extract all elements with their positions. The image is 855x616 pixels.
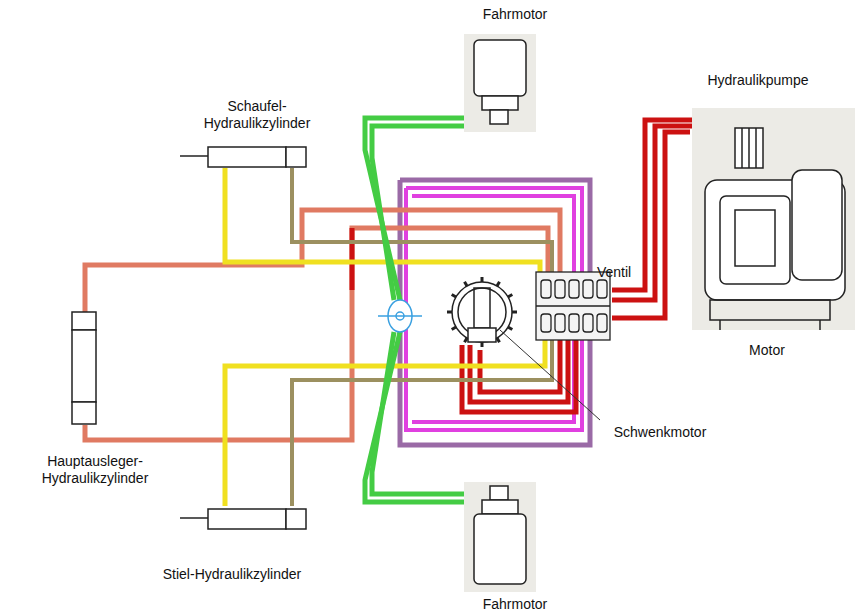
hydraulic-cylinder [286, 509, 306, 529]
travel-motor [464, 482, 536, 592]
travel-motor [490, 110, 508, 124]
swing-motor-teeth [497, 282, 500, 286]
swing-motor-teeth [465, 338, 468, 342]
swing-motor-teeth [452, 295, 456, 298]
travel-hose [365, 118, 466, 300]
swing-motor-teeth [512, 311, 517, 314]
hydraulic-cylinder [208, 147, 286, 167]
part-label: Schaufel- Hydraulikzylinder [190, 98, 325, 132]
part-label: Fahrmotor [455, 6, 575, 23]
swing-motor-teeth [508, 327, 512, 330]
swing-motor-teeth [497, 338, 500, 342]
part-label: Hauptausleger- Hydraulikzylinder [20, 453, 170, 487]
red-hose [462, 340, 576, 412]
swing-motor-teeth [508, 295, 512, 298]
part-label: Fahrmotor [455, 596, 575, 613]
travel-hose [365, 118, 466, 502]
olive-hose [292, 340, 552, 506]
olive-hose [292, 168, 552, 275]
travel-hose [372, 332, 466, 494]
swing-motor-teeth [447, 277, 517, 347]
red-hose [350, 228, 355, 290]
control-valve [555, 280, 565, 298]
swing-motor [500, 330, 600, 420]
pump-engine [710, 300, 830, 320]
hydraulic-cylinder [72, 312, 96, 330]
control-valve [541, 280, 551, 298]
travel-motor [474, 514, 526, 584]
part-label: Motor [737, 342, 797, 359]
control-valve [536, 305, 610, 306]
control-valve [583, 314, 593, 332]
olive-hose [292, 168, 552, 506]
yellow-hose [225, 168, 545, 506]
part-label: Stiel-Hydraulikzylinder [132, 566, 332, 583]
travel-hose [365, 332, 466, 502]
pump-engine [735, 128, 763, 168]
pump-engine [692, 108, 855, 330]
swing-motor-teeth [447, 277, 517, 347]
travel-motor [490, 486, 508, 500]
swing-motor-teeth [481, 342, 484, 347]
red-hose [612, 132, 690, 318]
part-label: Schwenkmotor [605, 424, 715, 441]
pump-engine [755, 128, 757, 168]
hydraulic-cylinder [180, 517, 208, 519]
swing-motor [468, 328, 496, 342]
rotary-joint [378, 300, 422, 332]
pump-engine [692, 108, 855, 330]
rotary-joint [378, 315, 422, 317]
control-valve [569, 280, 579, 298]
hydraulic-cylinder [180, 155, 208, 157]
travel-motor [464, 34, 536, 592]
control-valve [541, 280, 607, 332]
swing-motor-teeth [452, 327, 456, 330]
pump-engine [735, 210, 775, 266]
swing-motor-teeth [447, 311, 452, 314]
travel-motor [482, 500, 518, 514]
control-valve [536, 272, 610, 340]
control-valve [583, 280, 593, 298]
travel-hose [372, 126, 466, 300]
control-valve [541, 314, 551, 332]
pump-engine [819, 320, 821, 330]
control-valve [569, 314, 579, 332]
pump-engine [741, 128, 743, 168]
part-label: Hydraulikpumpe [688, 72, 828, 89]
pump-engine [792, 170, 842, 280]
travel-motor [464, 34, 536, 132]
control-valve [597, 314, 607, 332]
swing-motor-teeth [481, 277, 484, 282]
yellow-hose [225, 340, 545, 506]
hydraulic-cylinder [72, 330, 96, 402]
hydraulic-cylinder [208, 509, 286, 529]
control-valve [536, 272, 610, 340]
swing-motor [474, 288, 490, 328]
control-valve [597, 280, 607, 298]
pump-engine [748, 128, 750, 168]
part-label: Ventil [589, 264, 639, 281]
travel-motor [482, 96, 518, 110]
swing-motor-teeth [465, 282, 468, 286]
boom-hose [85, 210, 560, 440]
travel-motor [474, 40, 526, 96]
pump-engine [719, 320, 721, 330]
hydraulic-cylinder [286, 147, 306, 167]
control-valve [555, 314, 565, 332]
pump-engine [720, 196, 790, 284]
hydraulic-cylinder [72, 402, 96, 424]
